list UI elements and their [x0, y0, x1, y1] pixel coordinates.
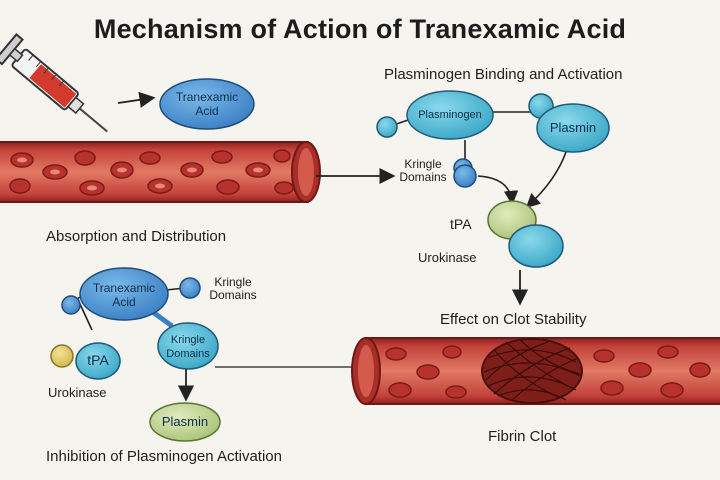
tpa-node-bottom [75, 342, 121, 380]
syringe-icon [0, 33, 108, 133]
lower-blood-vessel [351, 337, 720, 405]
urokinase-label-bottom: Urokinase [48, 385, 107, 400]
fibrin-clot-label: Fibrin Clot [488, 428, 557, 445]
tpa-label-bottom: tPA [87, 352, 109, 368]
upper-blood-vessel [0, 141, 321, 203]
urokinase-label-top: Urokinase [418, 250, 477, 265]
inhibition-section-label: Inhibition of Plasminogen Activation [46, 448, 282, 465]
kringle-domains-label-right: Kringle Domains [209, 275, 257, 302]
tranexamic-acid-label-bottom: Tranexamic Acid [92, 281, 156, 309]
fibrin-clot-icon [481, 338, 583, 404]
absorption-section-label: Absorption and Distribution [46, 228, 227, 245]
tranexamic-acid-label-top: Tranexamic Acid [175, 90, 239, 118]
kringle-domains-node-label: Kringle Domains [166, 334, 210, 360]
syringe-arrow [117, 91, 156, 108]
kringle-domains-node [157, 322, 219, 370]
urokinase-node-top [508, 224, 564, 268]
binding-section-label: Plasminogen Binding and Activation [384, 66, 623, 83]
page-title: Mechanism of Action of Tranexamic Acid [93, 14, 627, 44]
tranexamic-acid-node-top [159, 78, 255, 130]
plasmin-label-bottom: Plasmin [161, 414, 209, 429]
tpa-label-top: tPA [450, 216, 472, 232]
kringle-domains-label-top: Kringle Domains [399, 157, 447, 184]
plasmin-node-bottom [149, 402, 221, 442]
plasminogen-node [406, 90, 494, 140]
plasminogen-label: Plasminogen [418, 109, 482, 121]
plasmin-node-top [536, 103, 610, 153]
effect-section-label: Effect on Clot Stability [440, 311, 587, 328]
inhibition-network [50, 267, 355, 442]
tranexamic-acid-node-bottom [79, 267, 169, 321]
binding-network [376, 90, 610, 306]
plasmin-label-top: Plasmin [549, 120, 597, 135]
